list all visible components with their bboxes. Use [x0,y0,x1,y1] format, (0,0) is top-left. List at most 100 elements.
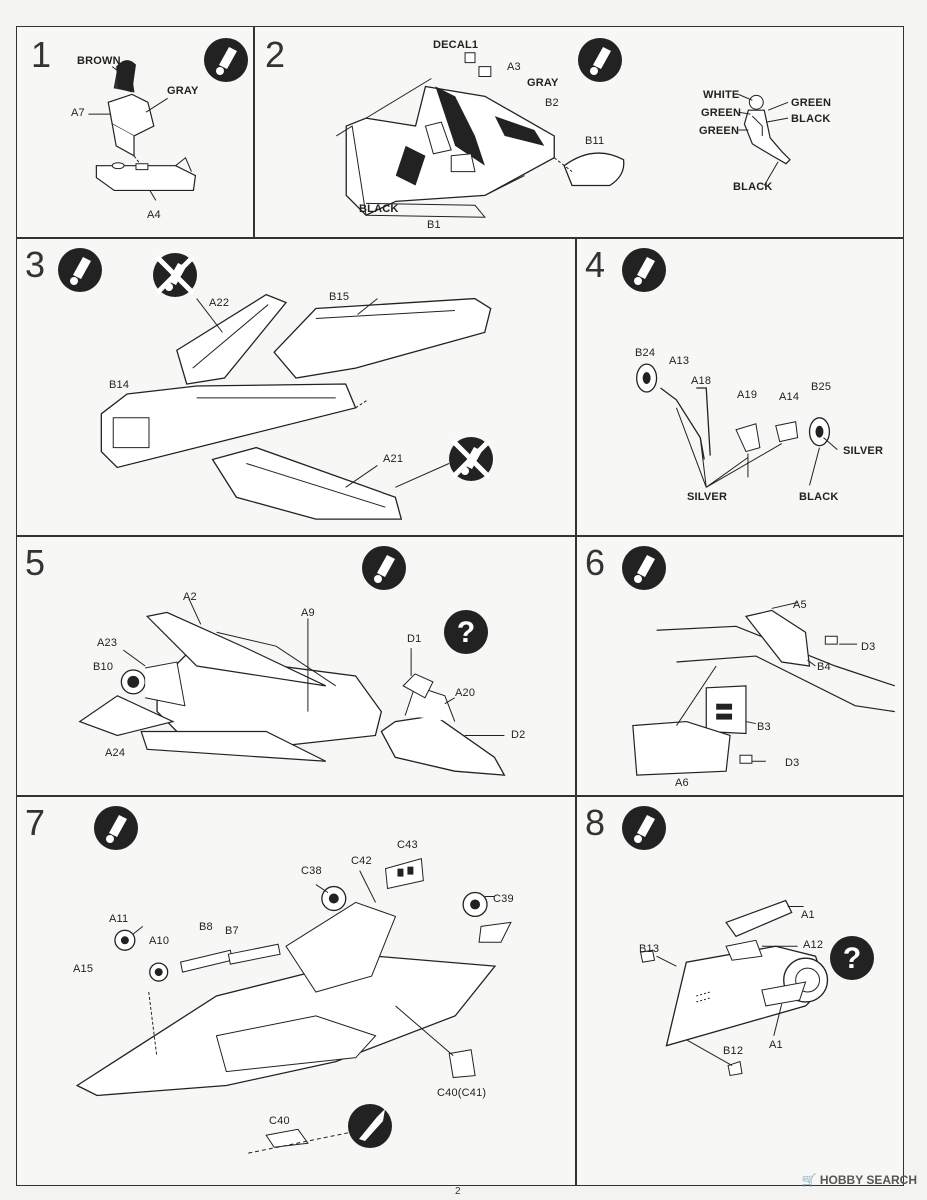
label-black: BLACK [359,203,399,215]
page-number: 2 [455,1186,461,1197]
label-black: BLACK [799,491,839,503]
svg-text:?: ? [843,942,861,975]
part-label-c40-c41: C40(C41) [437,1087,487,1099]
part-label-d2: D2 [511,729,526,741]
part-label-b12: B12 [723,1045,744,1057]
step-number: 8 [585,802,606,843]
part-label-c40: C40 [269,1115,290,1127]
part-label-b2: B2 [545,97,559,109]
question-mark-icon: ? [444,610,488,654]
glue-tube-icon [58,248,102,292]
part-label-a1: A1 [801,909,815,921]
part-label-a13: A13 [669,355,690,367]
part-label-b8: B8 [199,921,213,933]
step-3-panel: 3 A22 B15 B14 [16,238,576,536]
no-glue-icon [153,253,197,297]
part-label-b25: B25 [811,381,832,393]
part-label-a22: A22 [209,297,230,309]
glue-tube-icon [94,806,138,850]
part-label-c39: C39 [493,893,514,905]
part-label-b11: B11 [585,135,605,147]
part-label-a6: A6 [675,777,689,789]
part-label-a1: A1 [769,1039,783,1051]
part-label-b14: B14 [109,379,130,391]
part-label-a4: A4 [147,209,161,221]
label-white: WHITE [703,89,740,101]
part-label-a20: A20 [455,687,476,699]
label-green: GREEN [701,107,742,119]
fuselage-assembly-drawing [17,537,575,795]
step-number: 6 [585,542,606,583]
label-black: BLACK [733,181,773,193]
part-label-b7: B7 [225,925,239,937]
watermark-text: HOBBY SEARCH [819,1173,917,1187]
part-label-a2: A2 [183,591,197,603]
part-label-a9: A9 [301,607,315,619]
undercarriage-bay-drawing [577,537,903,795]
part-label-b15: B15 [329,291,350,303]
part-label-a5: A5 [793,599,807,611]
step-number: 3 [25,244,46,285]
label-gray: GRAY [167,85,199,97]
part-label-b10: B10 [93,661,114,673]
part-label-b24: B24 [635,347,656,359]
label-silver: SILVER [687,491,728,503]
part-label-a18: A18 [691,375,712,387]
step-number: 4 [585,244,606,285]
glue-tube-icon [622,806,666,850]
label-brown: BROWN [77,55,121,67]
glue-tube-icon [622,248,666,292]
step-number: 1 [31,34,52,75]
part-label-a15: A15 [73,963,94,975]
part-label-a11: A11 [109,913,129,925]
part-label-b13: B13 [639,943,660,955]
part-label-b1: B1 [427,219,441,231]
cart-logo-icon: 🛒 [801,1173,817,1187]
part-label-d3: D3 [861,641,876,653]
hobby-knife-icon [348,1104,392,1148]
part-label-b4: B4 [817,661,831,673]
rear-fuselage-drawing [577,797,903,1185]
glue-tube-icon [362,546,406,590]
part-label-d1: D1 [407,633,422,645]
glue-tube-icon [622,546,666,590]
label-silver: SILVER [843,445,884,457]
label-black: BLACK [791,113,831,125]
step-8-panel: 8 ? A1 B13 A12 B12 A1 [576,796,904,1186]
step-5-panel: 5 ? A2 A9 A23 D1 B10 A20 [16,536,576,796]
step-number: 5 [25,542,46,583]
glue-tube-icon [204,38,248,82]
part-label-c42: C42 [351,855,372,867]
main-gear-drawing [17,797,575,1185]
cockpit-tub-drawing [255,27,903,237]
question-mark-icon: ? [830,936,874,980]
step-number: 2 [265,34,286,75]
part-label-a10: A10 [149,935,170,947]
no-glue-icon [449,437,493,481]
part-label-c38: C38 [301,865,322,877]
glue-tube-icon [578,38,622,82]
seat-assembly-drawing [17,60,253,237]
part-label-d3: D3 [785,757,800,769]
part-label-a7: A7 [71,107,85,119]
step-number: 7 [25,802,46,843]
step-1-panel: 1 BROWN GRAY A7 A4 [16,26,254,238]
part-label-a3: A3 [507,61,521,73]
part-label-a23: A23 [97,637,118,649]
step-6-panel: 6 A5 D3 B4 B3 D3 A6 [576,536,904,796]
part-label-c43: C43 [397,839,418,851]
step-4-panel: 4 B24 A13 A18 A19 A14 B25 SILVER SILVER … [576,238,904,536]
wing-fuselage-drawing [17,239,575,535]
part-label-a24: A24 [105,747,126,759]
watermark: 🛒 HOBBY SEARCH [802,1173,917,1187]
part-label-a14: A14 [779,391,800,403]
part-label-b3: B3 [757,721,771,733]
label-gray: GRAY [527,77,559,89]
step-2-panel: 2 DECAL1 A3 GRAY B2 B11 BL [254,26,904,238]
part-label-a21: A21 [383,453,404,465]
label-decal1: DECAL1 [433,39,479,51]
step-7-panel: 7 [16,796,576,1186]
label-green: GREEN [699,125,740,137]
landing-gear-drawing [577,239,903,535]
label-green: GREEN [791,97,832,109]
